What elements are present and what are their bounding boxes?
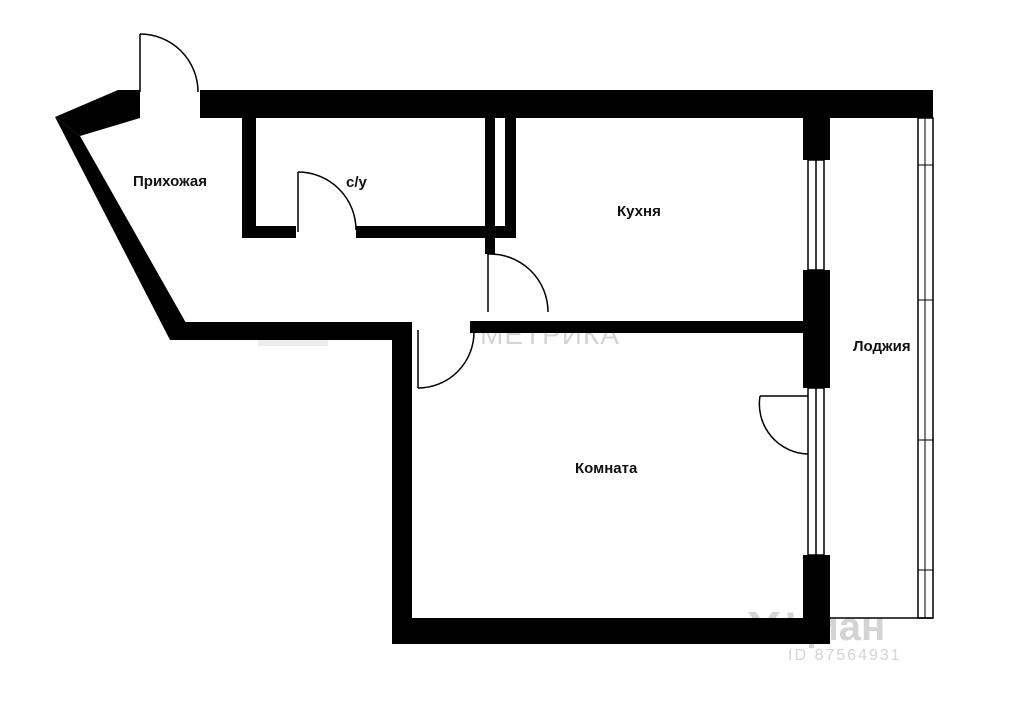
wall-right-top [803, 118, 830, 160]
wall-bathroom-left [242, 118, 256, 238]
wall-bathroom-right-a [485, 118, 495, 254]
room-labels: Прихожая с/у Кухня Комната Лоджия [133, 173, 911, 477]
walls [55, 90, 933, 644]
wall-hallway-bottom [170, 322, 410, 340]
room-label-room: Комната [575, 460, 638, 477]
room-label-kitchen: Кухня [617, 203, 661, 220]
bathroom-door [297, 171, 357, 232]
wall-bathroom-right-b [505, 118, 516, 238]
loggia-glazing [830, 90, 934, 619]
balcony-door [758, 395, 809, 455]
doors [139, 33, 809, 455]
windows [807, 159, 825, 556]
kitchen-door [487, 253, 549, 313]
wall-room-bottom [392, 618, 830, 644]
wall-right-mid [803, 270, 830, 388]
entrance-door [139, 33, 199, 93]
wall-right-bottom [803, 555, 830, 625]
room-label-hallway: Прихожая [133, 173, 207, 190]
room-door [417, 330, 475, 389]
wall-room-left [392, 322, 412, 644]
watermark-listing-id: ID 87564931 [788, 647, 902, 664]
wall-top [200, 90, 933, 118]
room-label-loggia: Лоджия [853, 338, 911, 355]
wall-hallway-diagonal [55, 117, 190, 340]
wall-bathroom-bottom-left [242, 226, 296, 238]
room-label-bathroom: с/у [346, 174, 368, 191]
wall-kitchen-room [470, 321, 805, 333]
wall-entrance-left [55, 90, 140, 136]
wall-bathroom-bottom-right [356, 226, 516, 238]
